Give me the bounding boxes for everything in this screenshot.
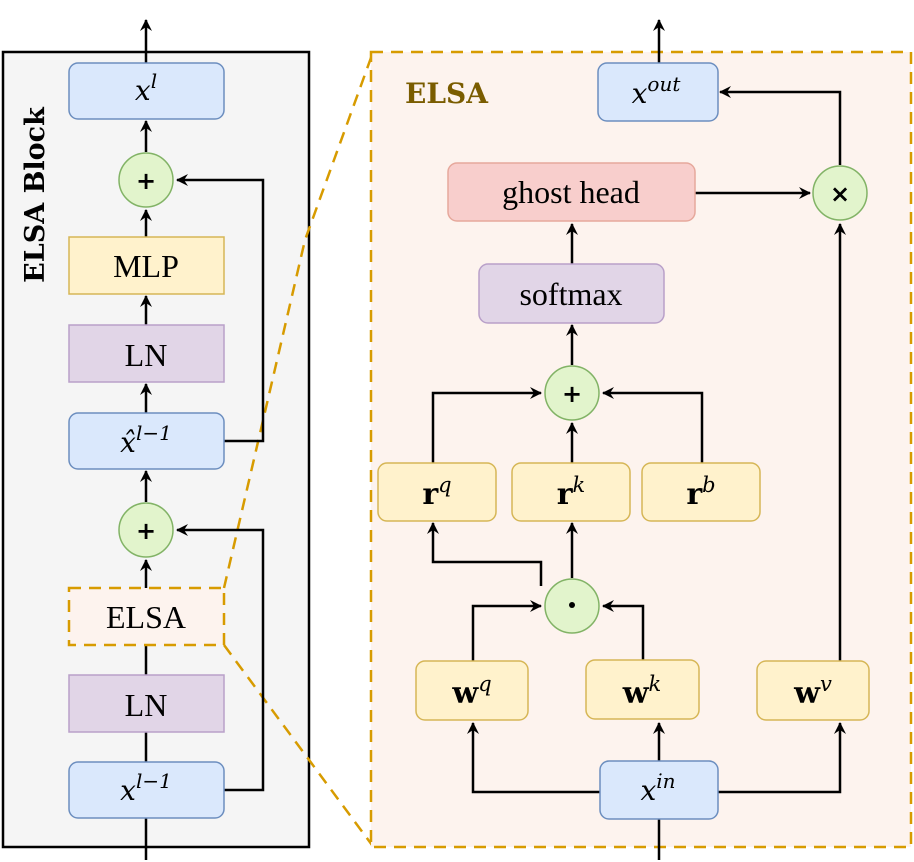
- r-k-sup: k: [573, 473, 586, 497]
- w-v-base: w: [793, 676, 821, 711]
- node-ghost-head: ghost head: [447, 162, 696, 222]
- r-k-base: r: [557, 477, 574, 512]
- node-x-prev: xl−1: [68, 761, 225, 819]
- multiply-symbol: ×: [830, 180, 850, 208]
- svg-text:xl−1: xl−1: [120, 769, 172, 807]
- node-ln-bottom: LN: [68, 674, 225, 733]
- edge-dot-to-rq: [427, 522, 543, 586]
- node-x-out: xout: [597, 62, 719, 122]
- dot-symbol: [569, 602, 575, 608]
- node-w-k: wk: [585, 659, 700, 720]
- elsa-panel-title: ELSA: [405, 77, 489, 110]
- x-l-sup: l: [151, 69, 157, 93]
- x-prev-sup: l−1: [136, 769, 172, 793]
- svg-text:rk: rk: [557, 473, 586, 512]
- add-node-top: +: [118, 152, 174, 208]
- add-panel-symbol: +: [562, 380, 582, 408]
- edge-xin-to-wv: [718, 722, 846, 794]
- ghost-head-label: ghost head: [502, 174, 640, 210]
- node-ln-top: LN: [68, 324, 225, 383]
- r-b-sup: b: [702, 473, 715, 497]
- x-out-sup: out: [647, 72, 681, 96]
- svg-text:rb: rb: [686, 473, 715, 512]
- r-q-sup: q: [438, 473, 451, 497]
- x-hat-base: x̂: [120, 426, 136, 459]
- edge-wq-to-dot: [471, 600, 542, 661]
- zoom-line-bottom: [222, 644, 374, 846]
- elsa-small-label: ELSA: [106, 599, 186, 635]
- edge-multiply-to-xout: [719, 86, 842, 165]
- node-w-q: wq: [415, 660, 529, 721]
- x-in-sup: in: [656, 769, 675, 793]
- svg-text:xout: xout: [632, 72, 682, 110]
- edge-skip-bottom: [176, 524, 265, 792]
- svg-text:xl: xl: [135, 69, 157, 107]
- node-r-k: rk: [511, 462, 631, 522]
- x-hat-sup: l−1: [136, 421, 172, 445]
- node-x-hat: x̂l−1: [68, 412, 225, 470]
- svg-text:x̂l−1: x̂l−1: [120, 421, 172, 459]
- w-q-base: w: [451, 676, 479, 711]
- node-mlp: MLP: [68, 236, 225, 295]
- x-out-base: x: [632, 77, 648, 110]
- x-in-base: x: [640, 774, 656, 807]
- mlp-label: MLP: [113, 248, 179, 284]
- w-q-sup: q: [478, 672, 491, 696]
- multiply-node: ×: [812, 165, 868, 221]
- node-r-b: rb: [641, 462, 761, 522]
- ln-top-label: LN: [125, 337, 168, 373]
- svg-text:xin: xin: [640, 769, 675, 807]
- softmax-label: softmax: [519, 276, 622, 312]
- svg-text:wk: wk: [622, 672, 662, 711]
- panel-edges: [427, 19, 846, 860]
- node-x-l: xl: [68, 62, 225, 120]
- w-k-base: w: [622, 676, 650, 711]
- node-elsa-small: ELSA: [67, 586, 226, 647]
- node-r-q: rq: [377, 462, 497, 522]
- w-k-sup: k: [649, 672, 662, 696]
- w-v-sup: v: [820, 672, 832, 696]
- add-bottom-symbol: +: [136, 517, 156, 545]
- r-q-base: r: [422, 477, 439, 512]
- x-prev-base: x: [120, 774, 136, 807]
- svg-text:wv: wv: [793, 672, 832, 711]
- node-x-in: xin: [599, 760, 719, 820]
- node-w-v: wv: [756, 660, 870, 721]
- edge-rb-to-add: [602, 387, 704, 463]
- edge-wk-to-dot: [602, 600, 645, 661]
- zoom-line-top: [222, 54, 374, 589]
- edge-rq-to-add: [431, 387, 542, 463]
- add-node-bottom: +: [118, 502, 174, 558]
- svg-text:rq: rq: [422, 473, 451, 512]
- edge-xin-to-wq: [467, 722, 600, 794]
- add-top-symbol: +: [136, 167, 156, 195]
- zoom-connector: [222, 54, 374, 846]
- add-node-panel: +: [544, 365, 600, 421]
- ln-bottom-label: LN: [125, 687, 168, 723]
- node-softmax: softmax: [478, 263, 665, 324]
- r-b-base: r: [686, 477, 703, 512]
- dot-product-node: [544, 578, 600, 634]
- elsa-block-title: ELSA Block: [20, 106, 51, 283]
- edge-skip-top: [176, 174, 265, 443]
- svg-text:wq: wq: [451, 672, 491, 711]
- x-l-base: x: [135, 74, 151, 107]
